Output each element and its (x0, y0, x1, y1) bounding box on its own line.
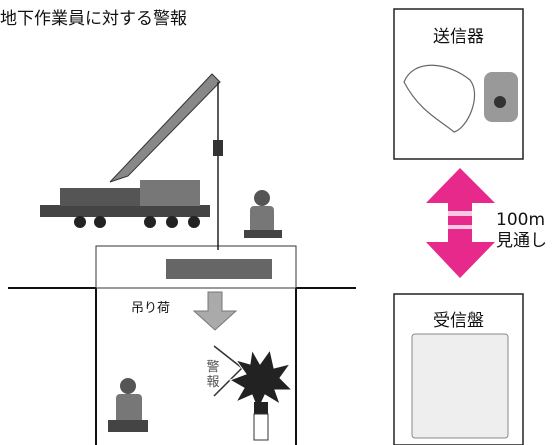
transmitter-device-icon (403, 64, 518, 133)
alarm-burst-icon (228, 348, 294, 412)
transmitter-label: 送信器 (433, 27, 484, 47)
range-double-arrow (426, 168, 495, 278)
crane (40, 73, 223, 250)
receiver-label: 受信盤 (433, 311, 484, 331)
hanging-load-label: 吊り荷 (131, 301, 171, 316)
sensor-post (253, 413, 269, 441)
hanging-load (166, 259, 272, 279)
surface-worker (244, 190, 282, 238)
underground-worker (108, 378, 148, 432)
crane-hook (213, 140, 223, 156)
diagram-title: 地下作業員に対する警報 (0, 9, 187, 29)
alarm-label: 警報 (206, 360, 220, 390)
receiver-panel-icon (411, 333, 509, 439)
sensor-post-top (254, 402, 268, 414)
range-arrow-stripe (447, 225, 473, 229)
range-distance: 100m (496, 210, 546, 230)
range-arrow-stripe (447, 211, 473, 216)
range-condition: 見通し (496, 231, 547, 251)
load-down-arrow (192, 291, 238, 331)
